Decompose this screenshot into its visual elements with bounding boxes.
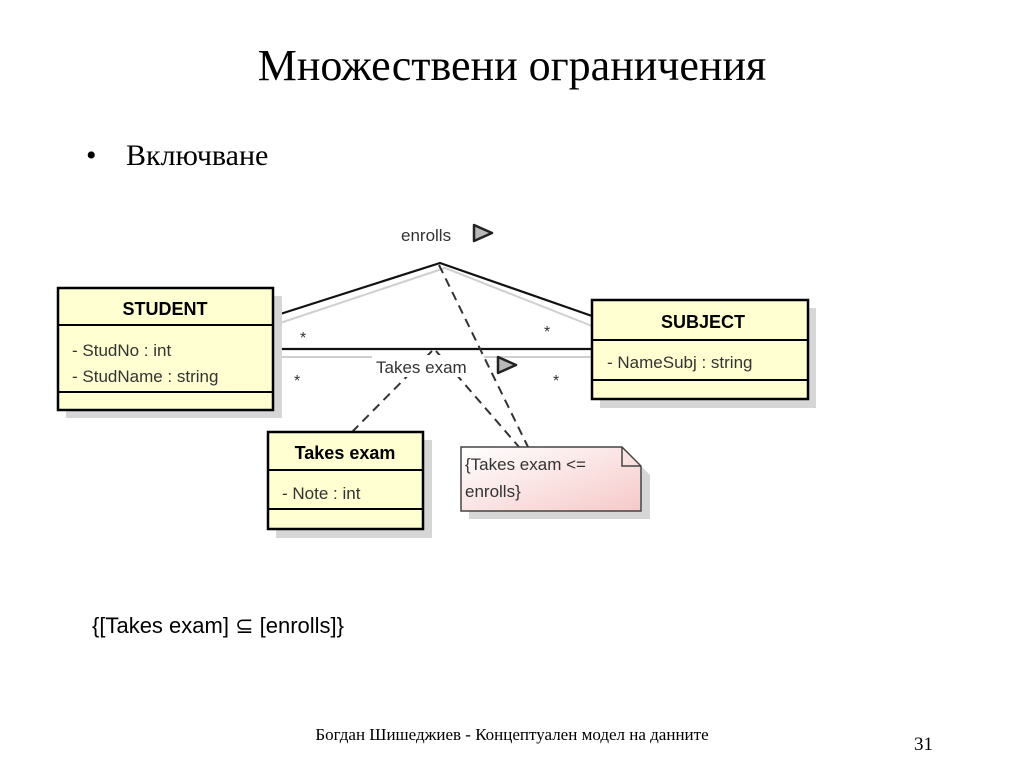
takes-exam-class-name: Takes exam xyxy=(295,443,396,463)
subject-class: SUBJECT - NameSubj : string xyxy=(590,298,816,408)
student-attribute-studno: - StudNo : int xyxy=(72,341,171,360)
bullet-symbol: • xyxy=(86,139,97,172)
bullet-text: Включване xyxy=(126,139,269,172)
takes-exam-multiplicity-right: * xyxy=(553,373,559,390)
enrolls-label: enrolls xyxy=(401,226,451,245)
enrolls-direction-icon xyxy=(472,223,494,243)
takes-exam-multiplicity-left: * xyxy=(294,373,300,390)
enrolls-multiplicity-right: * xyxy=(544,324,550,341)
student-attribute-studname: - StudName : string xyxy=(72,367,218,386)
constraint-note: {Takes exam <= enrolls} xyxy=(460,446,650,519)
footer-text: Богдан Шишеджиев - Концептуален модел на… xyxy=(315,725,709,744)
student-class: STUDENT - StudNo : int - StudName : stri… xyxy=(56,286,282,418)
note-text-line2: enrolls} xyxy=(465,482,521,501)
takes-exam-direction-icon xyxy=(496,355,518,375)
takes-exam-class: Takes exam - Note : int xyxy=(266,430,432,538)
takes-exam-label: Takes exam xyxy=(376,358,467,377)
slide-title: Множествени ограничения xyxy=(257,41,767,90)
enrolls-multiplicity-left: * xyxy=(300,330,306,347)
enrolls-association xyxy=(273,261,593,327)
bullet-item: • Включване xyxy=(86,138,268,174)
takes-exam-attribute-note: - Note : int xyxy=(282,484,361,503)
page-number: 31 xyxy=(914,734,933,755)
inclusion-formula: {[Takes exam] ⊆ [enrolls]} xyxy=(92,613,344,638)
student-class-name: STUDENT xyxy=(123,299,208,319)
note-text-line1: {Takes exam <= xyxy=(465,455,586,474)
note-anchor-link-enrolls xyxy=(438,264,529,448)
subject-attribute-namesubj: - NameSubj : string xyxy=(607,353,753,372)
subject-class-name: SUBJECT xyxy=(661,312,745,332)
